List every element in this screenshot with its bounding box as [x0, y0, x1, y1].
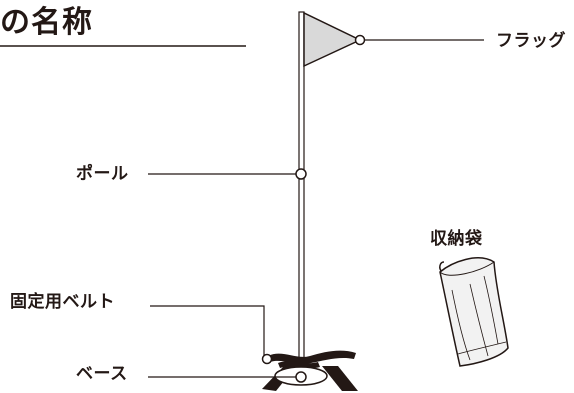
storage-bag-label: 収納袋 — [430, 229, 483, 249]
bag-hem — [457, 341, 507, 355]
flag-callout-marker — [354, 34, 366, 46]
belt-label: 固定用ベルト — [10, 292, 115, 312]
base-callout-marker — [295, 371, 307, 383]
bag-gather — [439, 261, 495, 276]
bag-fold — [469, 283, 489, 357]
storage-bag — [439, 257, 509, 367]
base-strap — [322, 366, 358, 391]
flag-label: フラッグ — [496, 31, 566, 51]
belt-callout-line — [150, 305, 265, 356]
pole-label: ポール — [76, 164, 129, 184]
bag-fold — [451, 289, 471, 361]
base-label: ベース — [76, 364, 128, 384]
diagram-title: の名称 — [0, 5, 93, 40]
bag-fold — [483, 275, 499, 345]
base-strap — [268, 350, 356, 364]
base-strap — [278, 361, 320, 369]
bag-body — [439, 257, 509, 367]
flag-shape — [303, 11, 362, 68]
pole-callout-marker — [295, 168, 307, 180]
pole-shaft — [298, 11, 305, 381]
belt-callout-marker — [261, 353, 273, 365]
